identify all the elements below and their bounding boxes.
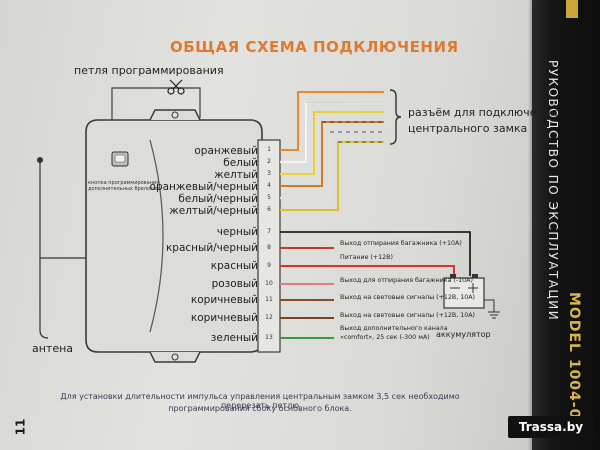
- battery-ground: [484, 299, 495, 312]
- programming-loop-wire: [111, 87, 201, 120]
- scissors-icon: [167, 79, 185, 95]
- pin-number: 5: [267, 194, 271, 201]
- pin-number: 2: [267, 158, 271, 165]
- spine-model: MODEL 1004-02: [566, 292, 582, 431]
- program-button-caption: кнопка программирования дополнительных б…: [88, 180, 160, 192]
- output-label: Выход дополнительного канала: [340, 325, 448, 332]
- output-label: Выход отпирания багажника (+10А): [340, 240, 462, 247]
- antenna-label: антена: [32, 342, 74, 355]
- manual-spine: [532, 0, 600, 450]
- battery-icon: [443, 274, 485, 309]
- wire-label: оранжевый/черный: [149, 181, 258, 193]
- output-label: Выход на световые сигналы (+12В, 10А): [340, 294, 476, 301]
- note-line-2: программирования сбоку основного блока.: [168, 404, 352, 413]
- pin-number: 6: [267, 206, 271, 213]
- spine-title: РУКОВОДСТВО ПО ЭКСПЛУАТАЦИИ: [546, 60, 560, 322]
- spine-shadow: [528, 0, 534, 450]
- output-label: Питание (+12В): [340, 254, 393, 261]
- wire-label: зеленый: [210, 332, 258, 344]
- note-line-1: Для установки длительности импульса упра…: [60, 392, 460, 410]
- central-lock-label-1: разъём для подключения: [408, 106, 558, 119]
- pin-number: 13: [265, 334, 273, 341]
- pin-number: 7: [267, 228, 271, 235]
- output-label: Выход на световые сигналы (+12В, 10А): [340, 312, 476, 319]
- central-lock-label-2: центрального замка: [408, 122, 528, 135]
- wire-label: желтый/черный: [169, 205, 258, 217]
- programming-loop-label: петля программирования: [74, 64, 224, 77]
- wire-label: розовый: [211, 278, 258, 290]
- mounting-tab-bottom: [149, 351, 201, 363]
- unit-inner-curve: [149, 139, 164, 333]
- connector-strip: [257, 139, 281, 353]
- central-lock-wires: [280, 91, 384, 211]
- wire-label: коричневый: [190, 294, 258, 306]
- wire-label: белый: [223, 157, 258, 169]
- pin-number: 11: [265, 296, 273, 303]
- wire-label: белый/черный: [178, 193, 258, 205]
- mounting-tab-top: [149, 109, 201, 121]
- pin-number: 1: [267, 146, 271, 153]
- output-wires: [280, 231, 471, 339]
- pin-number: 10: [265, 280, 273, 287]
- pin-number: 4: [267, 182, 271, 189]
- battery-label: аккумулятор: [436, 330, 491, 339]
- antenna-tip: [37, 157, 43, 163]
- page-title: ОБЩАЯ СХЕМА ПОДКЛЮЧЕНИЯ: [170, 38, 459, 56]
- pin-number: 3: [267, 170, 271, 177]
- output-label: «comfort», 25 сек (-300 мА): [340, 334, 430, 341]
- page-number: 11: [13, 418, 28, 436]
- pin-number: 8: [267, 244, 271, 251]
- wire-label: оранжевый: [194, 145, 258, 157]
- spine-marker: [566, 0, 578, 18]
- output-label: Выход для отпирания багажника (-10А): [340, 277, 473, 284]
- pin-number: 12: [265, 314, 273, 321]
- wire-label: желтый: [214, 169, 258, 181]
- central-lock-brace: [389, 89, 402, 145]
- wire-label: коричневый: [190, 312, 258, 324]
- watermark: Trassa.by: [508, 416, 594, 438]
- wire-label: красный: [210, 260, 258, 272]
- antenna-wire: [39, 257, 86, 339]
- pin-number: 9: [267, 262, 271, 269]
- wire-label: черный: [216, 226, 258, 238]
- wire-label: красный/черный: [165, 242, 258, 254]
